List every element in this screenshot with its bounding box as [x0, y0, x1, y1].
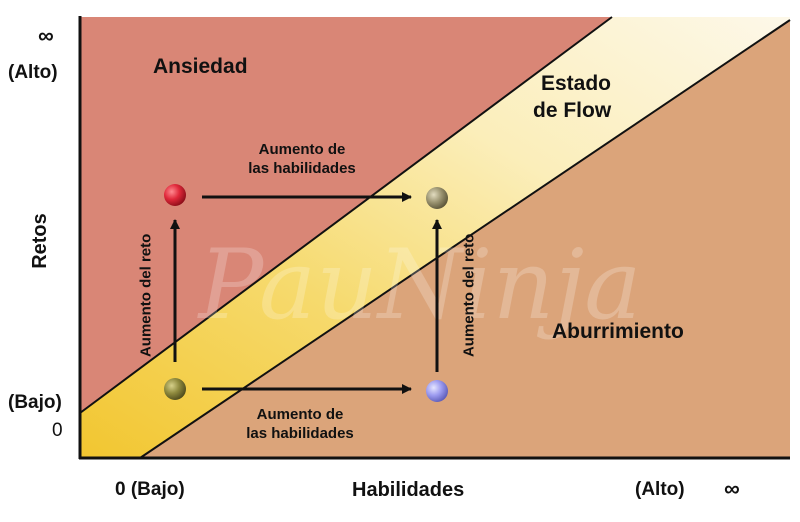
y-high-label: (Alto)	[8, 62, 58, 83]
y-low-label: (Bajo)	[8, 392, 62, 413]
skills-top-label-line2: las habilidades	[248, 159, 356, 177]
flow-upper-boundary	[79, 16, 613, 414]
skills-bottom-label: Aumento de las habilidades	[230, 406, 370, 444]
x-low-label: 0 (Bajo)	[115, 479, 185, 500]
x-axis-title: Habilidades	[352, 479, 465, 501]
boredom-label: Aburrimiento	[552, 320, 684, 343]
skills-bottom-label-line1: Aumento de	[256, 406, 344, 423]
x-infinity-label: ∞	[724, 476, 740, 501]
y-axis-title: Retos	[29, 213, 51, 269]
dot-high-challenge-low-skill	[164, 184, 186, 206]
challenge-left-label: Aumento del reto	[137, 233, 155, 358]
y-infinity-label: ∞	[38, 23, 54, 48]
y-zero-label: 0	[52, 420, 63, 441]
flow-lower-boundary	[139, 19, 791, 459]
skills-top-label-line1: Aumento de	[258, 141, 346, 158]
dot-high-challenge-high-skill	[426, 187, 448, 209]
anxiety-label: Ansiedad	[153, 55, 248, 78]
flow-label-line2: de Flow	[533, 99, 612, 122]
challenge-right-label: Aumento del reto	[460, 233, 478, 358]
watermark: PauNinja	[197, 229, 642, 341]
skills-bottom-label-line2: las habilidades	[246, 424, 354, 442]
flow-label-line1: Estado	[541, 72, 612, 95]
skills-top-label: Aumento de las habilidades	[232, 141, 372, 179]
x-high-label: (Alto)	[635, 479, 685, 500]
dot-low-challenge-high-skill	[426, 380, 448, 402]
flow-channel	[80, 17, 790, 458]
dot-low-challenge-low-skill	[164, 378, 186, 400]
